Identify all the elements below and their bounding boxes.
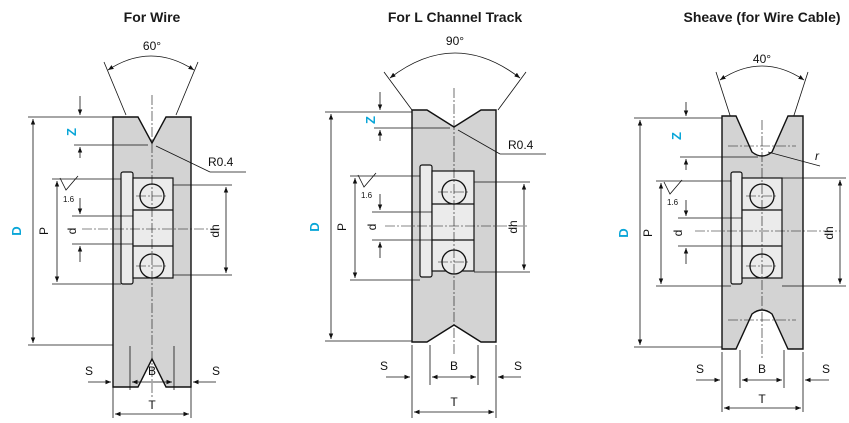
dim-d: d <box>365 224 379 231</box>
surface-roughness: 1.6 <box>667 198 679 207</box>
panel-title: Sheave (for Wire Cable) <box>683 9 840 25</box>
panel-title: For L Channel Track <box>388 9 523 25</box>
dim-B: B <box>450 359 458 373</box>
radius-label: R0.4 <box>508 138 534 152</box>
dim-Z: Z <box>669 132 684 140</box>
dim-S-right: S <box>212 364 220 378</box>
dim-dh: dh <box>208 224 222 237</box>
dim-P: P <box>335 223 349 231</box>
dim-d: d <box>671 230 685 237</box>
surface-roughness: 1.6 <box>63 195 75 204</box>
dim-Z: Z <box>64 128 79 136</box>
radius-label: R0.4 <box>208 155 234 169</box>
dim-D: D <box>616 228 631 237</box>
panel-title: For Wire <box>124 9 181 25</box>
bearing-outer-race <box>120 171 134 285</box>
surface-roughness: 1.6 <box>361 191 373 200</box>
dim-D: D <box>9 226 24 235</box>
dim-dh: dh <box>822 226 836 239</box>
groove-angle-dimension: 40° <box>715 52 809 141</box>
angle-label: 90° <box>446 34 464 48</box>
dim-dh: dh <box>506 220 520 233</box>
dim-S-left: S <box>85 364 93 378</box>
radius-label: r <box>815 149 820 163</box>
bearing-outer-race <box>730 171 743 285</box>
dim-d: d <box>65 228 79 235</box>
panel-for-l-channel-track: For L Channel Track 90° R0.4 D Z <box>307 9 546 418</box>
angle-label: 60° <box>143 39 161 53</box>
dim-T: T <box>148 398 156 412</box>
dim-S-left: S <box>380 359 388 373</box>
dim-B: B <box>148 364 156 378</box>
dim-T: T <box>450 395 458 409</box>
groove-angle-dimension: 90° <box>383 34 527 111</box>
dim-P: P <box>37 227 51 235</box>
dim-P: P <box>641 229 655 237</box>
panel-for-wire: For Wire 60° R0.4 D <box>9 9 246 418</box>
dim-B: B <box>758 362 766 376</box>
panel-sheave-for-wire-cable: Sheave (for Wire Cable) 40° r D Z <box>616 9 846 412</box>
dim-Z: Z <box>363 116 378 124</box>
dim-T: T <box>758 392 766 406</box>
dim-S-right: S <box>514 359 522 373</box>
angle-label: 40° <box>753 52 771 66</box>
bearing-outer-race <box>419 164 433 278</box>
dim-D: D <box>307 222 322 231</box>
dim-S-right: S <box>822 362 830 376</box>
dim-S-left: S <box>696 362 704 376</box>
groove-angle-dimension: 60° <box>103 39 199 116</box>
